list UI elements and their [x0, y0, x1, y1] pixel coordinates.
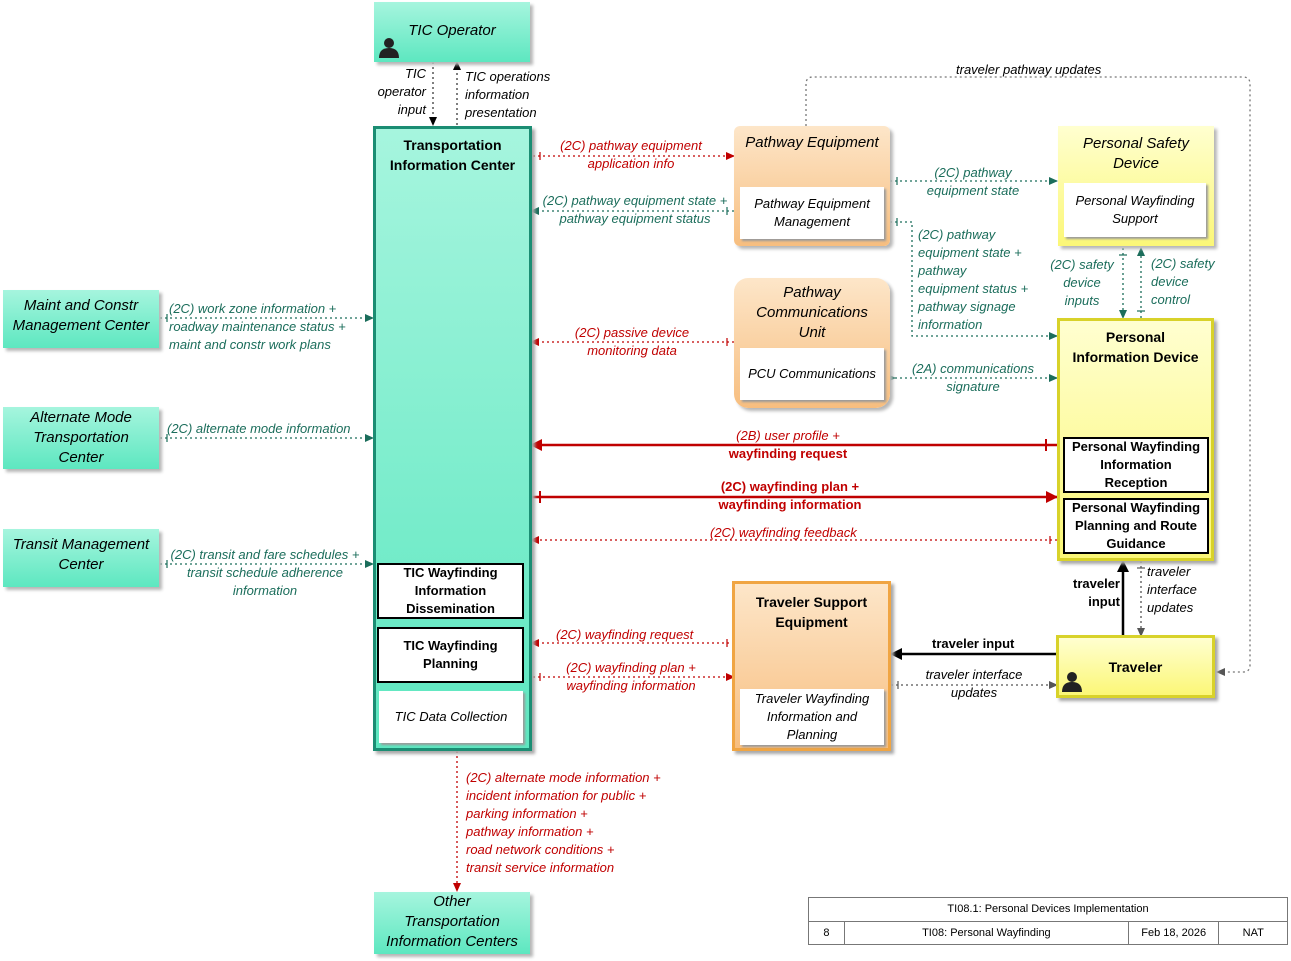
other-tic-box[interactable]: Other Transportation Information Centers — [374, 892, 530, 954]
tic-wayfinding-planning[interactable]: TIC Wayfinding Planning — [377, 627, 524, 683]
footer-title: TI08.1: Personal Devices Implementation — [809, 898, 1287, 922]
label-safety-device-inputs: (2C) safety device inputs — [1050, 257, 1114, 308]
person-icon — [1062, 672, 1082, 692]
traveler-support-label: Traveler Support Equipment — [755, 594, 868, 630]
label-pathway-equipment-app-info: (2C) pathway equipment application info — [560, 138, 702, 171]
tic-label: Transportation Information Center — [389, 137, 516, 173]
label-wayfinding-plan-info: (2C) wayfinding plan + wayfinding inform… — [718, 479, 862, 512]
tic-wayfinding-dissemination[interactable]: TIC Wayfinding Information Dissemination — [377, 563, 524, 619]
label-alternate-mode: (2C) alternate mode information — [167, 421, 351, 436]
tic-data-collection[interactable]: TIC Data Collection — [379, 691, 523, 743]
label-passive-device: (2C) passive device monitoring data — [574, 325, 690, 358]
label-tic-operations-info: TIC operations information presentation — [465, 69, 551, 120]
tic-operator-label: TIC Operator — [408, 22, 496, 39]
personal-wayfinding-support[interactable]: Personal Wayfinding Support — [1064, 183, 1206, 237]
label-traveler-input-up: traveler input — [1073, 576, 1120, 609]
alternate-mode-label: Alternate Mode Transportation Center — [30, 409, 132, 466]
footer-date: Feb 18, 2026 — [1129, 922, 1220, 945]
maint-constr-box[interactable]: Maint and Constr Management Center — [3, 290, 159, 348]
label-transit-schedules: (2C) transit and fare schedules + transi… — [170, 547, 360, 598]
footer-scope: NAT — [1242, 927, 1264, 939]
maint-constr-label: Maint and Constr Management Center — [12, 297, 150, 334]
pw-planning-guidance[interactable]: Personal Wayfinding Planning and Route G… — [1063, 498, 1209, 554]
tic-operator-box[interactable]: TIC Operator — [374, 2, 530, 62]
person-icon — [379, 38, 399, 58]
other-tic-label: Other Transportation Information Centers — [386, 893, 518, 950]
traveler-wayfinding[interactable]: Traveler Wayfinding Information and Plan… — [740, 689, 884, 745]
label-wayfinding-request: (2C) wayfinding request — [556, 627, 694, 642]
label-wayfinding-feedback: (2C) wayfinding feedback — [710, 525, 857, 540]
footer-package: TI08: Personal Wayfinding — [845, 922, 1129, 945]
label-user-profile: (2B) user profile + wayfinding request — [680, 427, 896, 463]
traveler-label: Traveler — [1108, 659, 1163, 675]
pcu-label: Pathway Communications Unit — [756, 284, 868, 341]
alternate-mode-box[interactable]: Alternate Mode Transportation Center — [3, 407, 159, 469]
pcu-communications[interactable]: PCU Communications — [740, 348, 884, 400]
label-pathway-equipment-state: (2C) pathway equipment state — [926, 165, 1020, 198]
label-wayfinding-plan-lower: (2C) wayfinding plan + wayfinding inform… — [566, 660, 696, 693]
label-traveler-interface-updates-lower: traveler interface updates — [925, 667, 1023, 700]
traveler-box[interactable]: Traveler — [1056, 635, 1215, 698]
label-other-tic-flow: (2C) alternate mode information + incide… — [466, 770, 661, 875]
pathway-equipment-label: Pathway Equipment — [745, 134, 879, 151]
label-pathway-state-status-signage: (2C) pathway equipment state + pathway e… — [918, 227, 1029, 332]
flow-traveler-pathway-updates — [805, 76, 1251, 676]
label-work-zone: (2C) work zone information + roadway mai… — [169, 301, 346, 352]
label-user-profile-prefix: (2B) user profile + — [736, 428, 840, 443]
label-safety-device-control: (2C) safety device control — [1151, 256, 1215, 307]
pathway-equipment-mgmt[interactable]: Pathway Equipment Management — [740, 187, 884, 239]
label-pathway-equipment-state-status: (2C) pathway equipment state + pathway e… — [542, 193, 728, 226]
label-tic-operator-input: TIC operator input — [377, 66, 426, 117]
label-user-profile-suffix: wayfinding request — [728, 446, 848, 461]
flow-pathway-state-status-signage — [890, 221, 1058, 340]
personal-info-device-label: Personal Information Device — [1072, 329, 1199, 365]
label-communications-signature: (2A) communications signature — [911, 361, 1035, 394]
pw-info-reception[interactable]: Personal Wayfinding Information Receptio… — [1063, 437, 1209, 493]
diagram-footer: TI08.1: Personal Devices Implementation … — [808, 897, 1288, 945]
label-traveler-interface-updates-right: traveler interface updates — [1147, 564, 1197, 615]
footer-number: 8 — [809, 922, 845, 945]
personal-safety-device-label: Personal Safety Device — [1083, 135, 1189, 172]
transit-mgmt-box[interactable]: Transit Management Center — [3, 529, 159, 587]
label-traveler-input-left: traveler input — [932, 636, 1015, 651]
label-traveler-pathway-updates: traveler pathway updates — [956, 62, 1102, 77]
transit-mgmt-label: Transit Management Center — [12, 536, 150, 573]
